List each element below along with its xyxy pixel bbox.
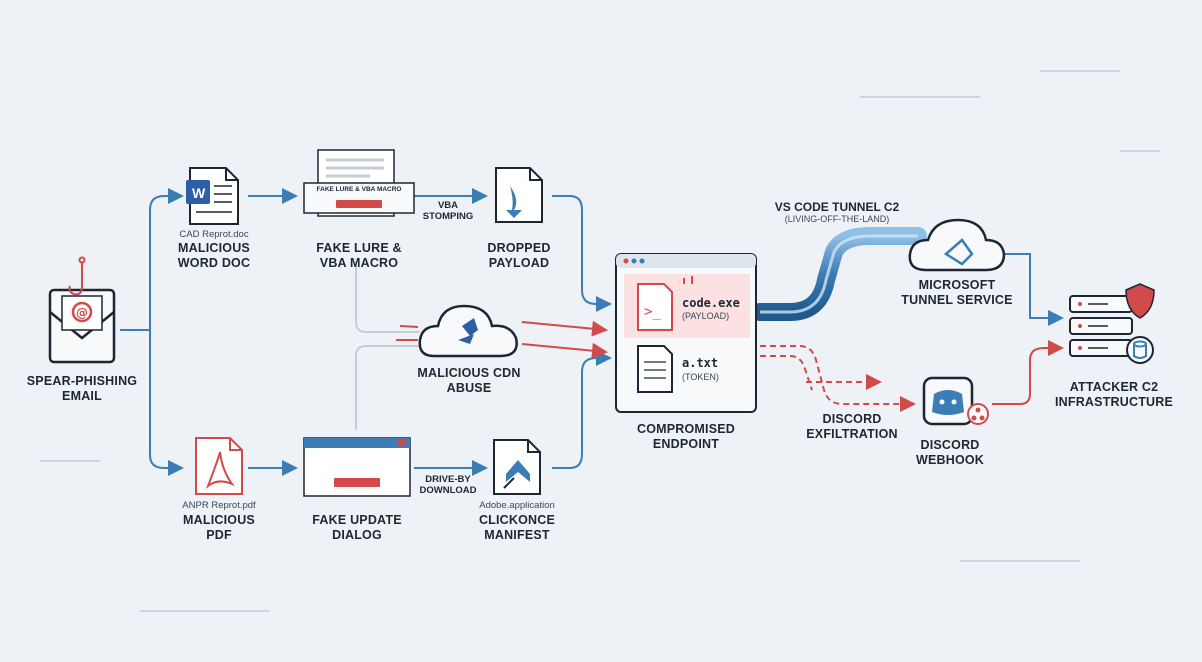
fake-update-dialog-icon [303,437,411,497]
email-branch-lines [120,188,1064,476]
envelope-icon: @ [48,288,116,364]
discord-to-attacker-line [992,340,1064,405]
malicious-cdn-cloud-icon [418,304,518,358]
clickonce-file-icon [493,439,541,495]
background-dots [40,70,1160,612]
code-exe-tag: (PAYLOAD) [682,311,730,321]
discord-icon [922,376,989,426]
svg-text:>_: >_ [644,304,661,320]
microsoft-tunnel-cloud-icon [908,218,1006,272]
code-exe-filename: code.exe [682,296,740,310]
clickonce-filename: Adobe.application [479,500,555,511]
token-filename: a.txt [682,356,719,370]
cdn-feed-lines [355,262,420,430]
exfil-line [760,345,916,412]
payload-file-icon [495,167,543,223]
fake-lure-label: FAKE LURE &VBA MACRO [316,241,402,270]
vscode-tunnel-tube [751,227,927,321]
fake-lure-window [303,149,415,217]
cdn-to-endpoint-lines [396,320,608,359]
word-doc-filename: CAD Reprot.doc [179,229,249,240]
pdf-document-icon [195,437,243,495]
attacker-server-icon [1069,283,1155,364]
pdf-filename: ANPR Reprot.pdf [182,500,256,511]
word-glyph: W [192,185,206,201]
fishhook-icon [68,256,86,296]
token-tag: (TOKEN) [682,372,719,382]
fake-lure-banner: FAKE LURE & VBA MACRO [316,186,402,193]
compromised-endpoint-window: >_ [615,253,757,413]
word-document-icon [186,167,239,225]
vscode-tunnel-edge-label: VS CODE TUNNEL C2 (LIVING-OFF-THE-LAND) [774,200,900,224]
svg-text:@: @ [76,306,88,320]
